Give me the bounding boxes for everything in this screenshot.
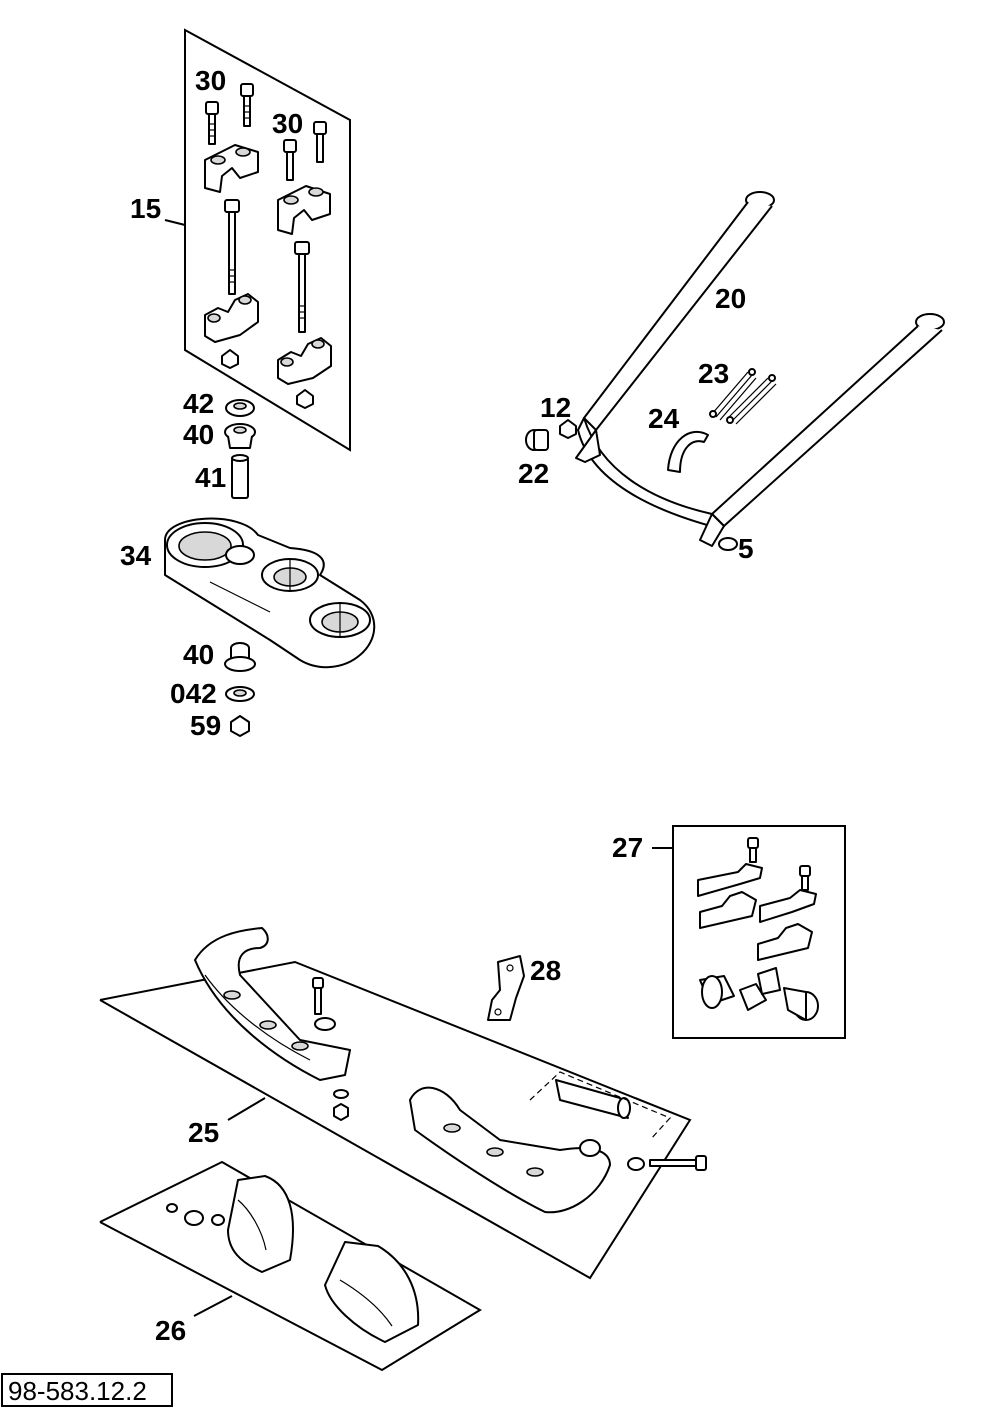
nut-icon bbox=[221, 349, 314, 409]
center-stand-icon bbox=[575, 191, 945, 547]
callout-34: 34 bbox=[120, 540, 152, 571]
kit-panel-26 bbox=[99, 1160, 482, 1372]
reference-code-box: 98-583.12.2 bbox=[1, 1373, 173, 1407]
part-group-20-stand: 20 23 12 24 22 5 bbox=[518, 191, 945, 564]
spoiler-hardware-icon bbox=[166, 1203, 225, 1226]
kit-sleeve-icon bbox=[699, 967, 819, 1021]
lower-clamp-icon bbox=[204, 293, 332, 385]
callout-59: 59 bbox=[190, 710, 221, 741]
callout-40-lower: 40 bbox=[183, 639, 214, 670]
lock-nut-icon bbox=[230, 715, 250, 737]
stand-washer-icon bbox=[718, 537, 738, 551]
spacer-sleeve-icon bbox=[231, 454, 249, 499]
hand-guard-right-icon bbox=[409, 1071, 707, 1214]
part-group-27-kit: 27 bbox=[612, 825, 846, 1039]
callout-12: 12 bbox=[540, 392, 571, 423]
spring-icon bbox=[709, 368, 777, 425]
rubber-bushing-lower-icon bbox=[224, 642, 256, 672]
callout-5: 5 bbox=[738, 533, 754, 564]
washer-icon bbox=[225, 399, 255, 417]
callout-25: 25 bbox=[188, 1117, 219, 1148]
leader-line-15 bbox=[164, 219, 186, 226]
rubber-stop-icon bbox=[525, 429, 549, 451]
callout-42: 42 bbox=[183, 388, 214, 419]
reference-code: 98-583.12.2 bbox=[8, 1376, 147, 1406]
callout-40-upper: 40 bbox=[183, 419, 214, 450]
hand-guard-left-icon bbox=[194, 927, 351, 1081]
kit-clamp-icon bbox=[697, 863, 817, 961]
callout-27: 27 bbox=[612, 832, 643, 863]
callout-22: 22 bbox=[518, 458, 549, 489]
stop-bracket-icon bbox=[667, 430, 709, 473]
serrated-washer-icon bbox=[225, 686, 255, 702]
stand-nut-icon bbox=[559, 419, 577, 439]
spoiler-left-icon bbox=[227, 1175, 294, 1273]
long-bolt-icon bbox=[224, 199, 310, 333]
callout-20: 20 bbox=[715, 283, 746, 314]
kit-panel-15 bbox=[184, 28, 351, 452]
rubber-bushing-icon bbox=[224, 423, 256, 449]
callout-042: 042 bbox=[170, 678, 217, 709]
callout-28: 28 bbox=[530, 955, 561, 986]
upper-clamp-icon bbox=[204, 144, 331, 235]
kit-bolt-icon bbox=[747, 837, 811, 891]
clamp-bolt-icon bbox=[205, 83, 327, 181]
callout-23: 23 bbox=[698, 358, 729, 389]
callout-15: 15 bbox=[130, 193, 161, 224]
callout-24: 24 bbox=[648, 403, 680, 434]
mounting-bracket-icon bbox=[487, 955, 525, 1021]
kit-box-27 bbox=[672, 825, 846, 1039]
callout-30-right: 30 bbox=[272, 108, 303, 139]
callout-30-left: 30 bbox=[195, 65, 226, 96]
part-group-15: 15 30 30 bbox=[130, 28, 351, 452]
part-group-26-spoilers: 26 bbox=[99, 1160, 482, 1372]
leader-line-26 bbox=[193, 1295, 233, 1317]
part-34-triple-clamp: 34 bbox=[120, 517, 376, 669]
callout-41: 41 bbox=[195, 462, 226, 493]
leader-line-25 bbox=[227, 1097, 266, 1121]
part-stack-upper: 42 40 41 bbox=[183, 388, 256, 499]
spoiler-right-icon bbox=[324, 1241, 420, 1343]
part-group-25-handguards: 25 bbox=[99, 927, 707, 1280]
part-stack-lower: 40 042 59 bbox=[170, 639, 256, 741]
part-28-bracket: 28 bbox=[487, 955, 561, 1021]
callout-26: 26 bbox=[155, 1315, 186, 1346]
hand-guard-bolt-icon bbox=[312, 977, 349, 1121]
